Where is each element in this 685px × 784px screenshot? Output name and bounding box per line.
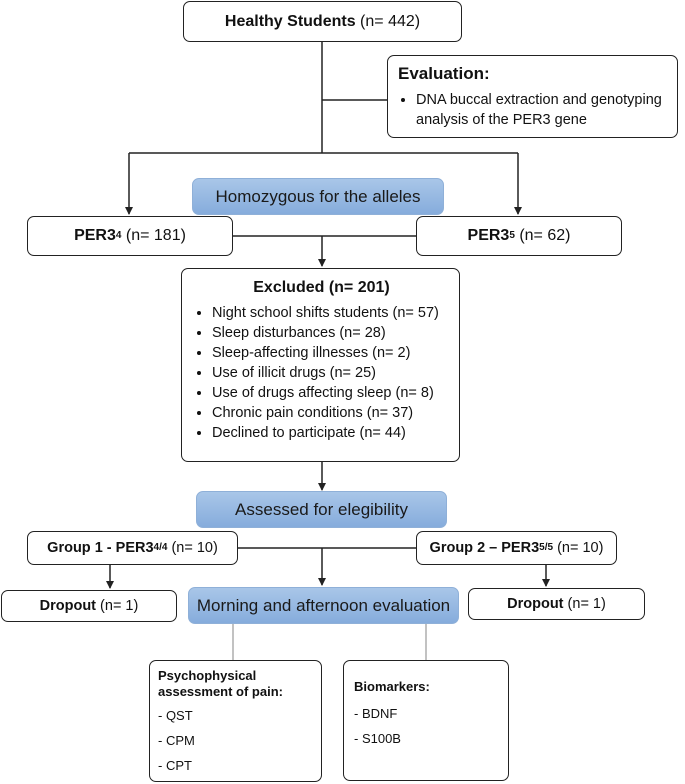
excluded-item: Use of illicit drugs (n= 25): [212, 363, 449, 383]
dropout-left-label: Dropout: [39, 598, 97, 614]
healthy-students-box: Healthy Students (n= 442): [183, 1, 462, 42]
group1-sup: 4/4: [153, 541, 168, 553]
per3-4-name: PER3: [74, 227, 116, 244]
group1-name: Group 1 - PER3: [47, 540, 154, 556]
biomarkers-item: - S100B: [354, 731, 401, 746]
excluded-item: Sleep disturbances (n= 28): [212, 323, 449, 343]
psychophysical-item: - QST: [158, 708, 193, 723]
excluded-title: Excluded (n= 201): [253, 279, 390, 296]
excluded-box: Excluded (n= 201) Night school shifts st…: [181, 268, 460, 462]
excluded-item: Night school shifts students (n= 57): [212, 303, 449, 323]
group2-sup: 5/5: [539, 541, 554, 553]
group2-count: (n= 10): [557, 540, 604, 556]
group2-name: Group 2 – PER3: [429, 540, 540, 556]
psychophysical-item: - CPT: [158, 758, 192, 773]
evaluation-title: Evaluation:: [398, 64, 490, 83]
healthy-students-title: Healthy Students: [224, 12, 356, 30]
eligibility-banner: Assessed for elegibility: [196, 491, 447, 528]
dropout-left-box: Dropout (n= 1): [1, 590, 177, 622]
biomarkers-item: - BDNF: [354, 706, 398, 721]
dropout-left-count: (n= 1): [100, 598, 139, 614]
morning-label: Morning and afternoon evaluation: [196, 595, 451, 615]
per3-4-count: (n= 181): [125, 227, 186, 244]
per3-4-sup: 4: [115, 229, 122, 241]
dropout-right-count: (n= 1): [567, 596, 606, 612]
morning-banner: Morning and afternoon evaluation: [188, 587, 459, 624]
excluded-item: Chronic pain conditions (n= 37): [212, 403, 449, 423]
biomarkers-box: Biomarkers: - BDNF - S100B: [343, 660, 509, 781]
per3-5-sup: 5: [509, 229, 515, 241]
homozygous-label: Homozygous for the alleles: [215, 186, 421, 206]
excluded-item: Use of drugs affecting sleep (n= 8): [212, 383, 449, 403]
excluded-item: Declined to participate (n= 44): [212, 423, 449, 443]
dropout-right-label: Dropout: [507, 596, 564, 612]
psychophysical-title: Psychophysical assessment of pain:: [158, 668, 283, 699]
biomarkers-title: Biomarkers:: [354, 679, 430, 694]
excluded-item: Sleep-affecting illnesses (n= 2): [212, 343, 449, 363]
healthy-students-count: (n= 442): [360, 12, 421, 30]
group1-count: (n= 10): [171, 540, 218, 556]
psychophysical-box: Psychophysical assessment of pain: - QST…: [149, 660, 322, 782]
homozygous-banner: Homozygous for the alleles: [192, 178, 444, 215]
evaluation-item: DNA buccal extraction and genotyping ana…: [416, 90, 667, 130]
psychophysical-item: - CPM: [158, 733, 195, 748]
evaluation-box: Evaluation: DNA buccal extraction and ge…: [387, 55, 678, 138]
eligibility-label: Assessed for elegibility: [235, 499, 408, 519]
excluded-list: Night school shifts students (n= 57) Sle…: [194, 303, 449, 443]
dropout-right-box: Dropout (n= 1): [468, 588, 645, 620]
per3-5-name: PER3: [467, 227, 510, 244]
per3-5-count: (n= 62): [519, 227, 571, 244]
